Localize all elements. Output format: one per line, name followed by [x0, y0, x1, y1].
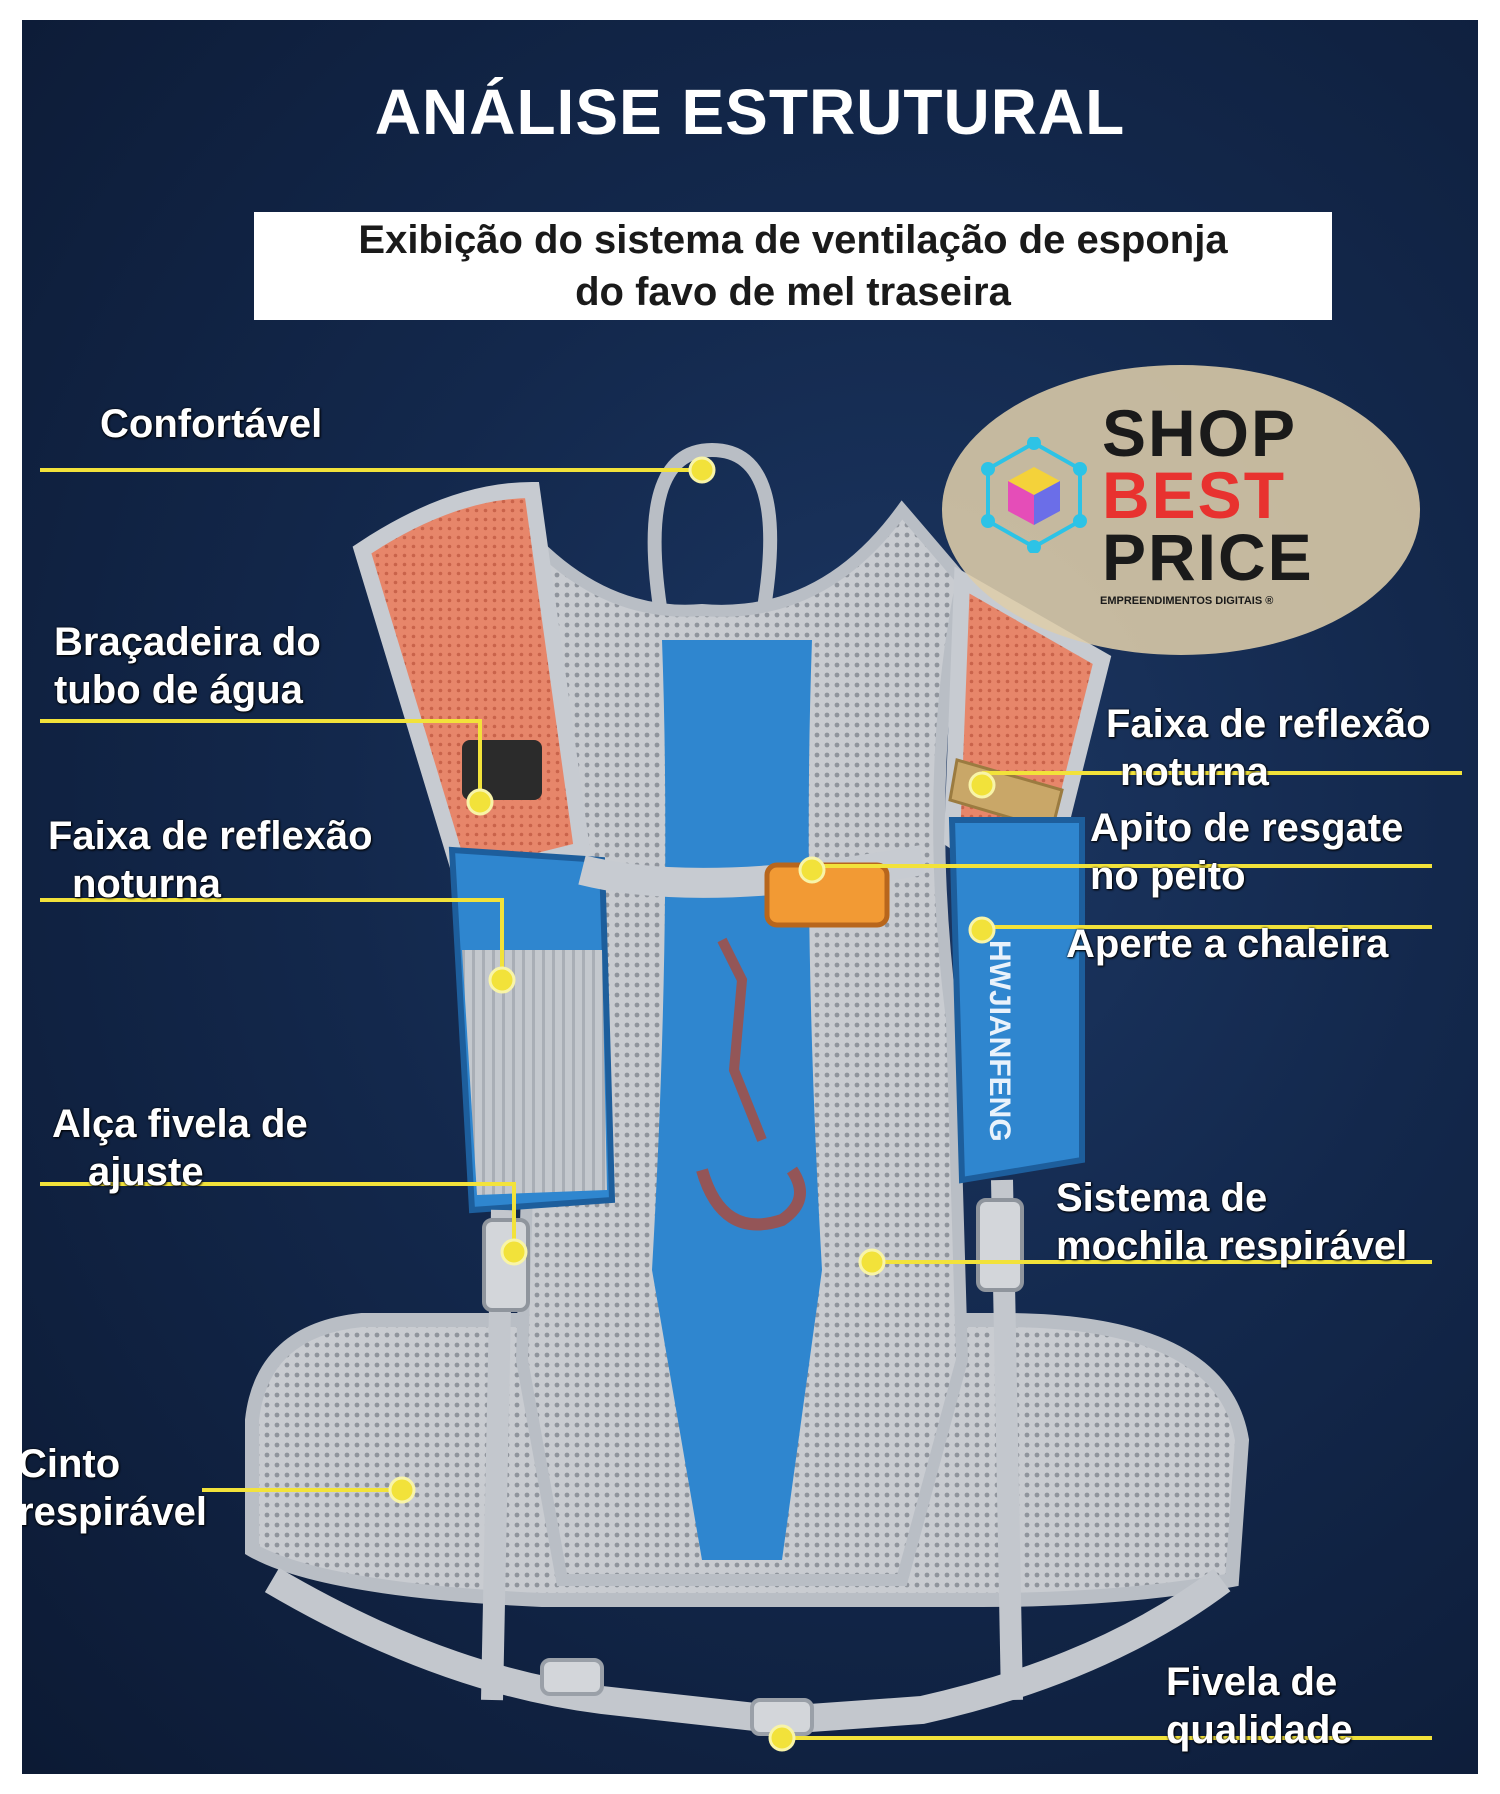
callout-dots — [388, 456, 996, 1752]
callout-faixa-direita: Faixa de reflexão noturna — [1106, 700, 1431, 796]
callout-line: Aperte a chaleira — [1066, 922, 1389, 966]
callout-line: mochila respirável — [1056, 1224, 1408, 1268]
callout-line: tubo de água — [54, 668, 303, 712]
callout-line: noturna — [1120, 750, 1269, 794]
callout-cinto: Cinto respirável — [22, 1440, 207, 1536]
pocket-right — [948, 817, 1085, 1184]
callout-line: Alça fivela de — [52, 1102, 308, 1146]
callout-line: Fivela de — [1166, 1660, 1338, 1704]
page-title: ANÁLISE ESTRUTURAL — [374, 76, 1126, 148]
logo-line-shop: SHOP — [1102, 396, 1298, 470]
callout-bracadeira: Braçadeira do tubo de água — [54, 618, 321, 714]
runner-emblem — [696, 937, 806, 1231]
logo-line-best: BEST — [1102, 458, 1287, 532]
subtitle-box: Exibição do sistema de ventilação de esp… — [254, 212, 1332, 320]
adjust-buckle-right — [976, 1198, 1024, 1292]
callout-line: Sistema de — [1056, 1176, 1268, 1220]
brand-print: HWJIANFENG — [983, 940, 1016, 1142]
callout-line: Braçadeira do — [54, 620, 321, 664]
callout-line: respirável — [22, 1490, 208, 1534]
belt-strap-right — [781, 1568, 1231, 1734]
callout-lines — [40, 468, 1462, 1740]
callout-confortavel: Confortável — [100, 400, 322, 448]
callout-apito: Apito de resgate no peito — [1090, 804, 1403, 900]
infographic-canvas: HWJIANFENG — [22, 20, 1478, 1774]
subtitle-line-1: Exibição do sistema de ventilação de esp… — [358, 218, 1228, 262]
callout-sistema: Sistema de mochila respirável — [1056, 1174, 1407, 1270]
callout-line: noturna — [72, 862, 221, 906]
hang-loop — [647, 442, 778, 622]
callout-fivela: Fivela de qualidade — [1166, 1658, 1353, 1754]
belt-buckle-left — [540, 1658, 604, 1696]
callout-alca-fivela: Alça fivela de ajuste — [52, 1100, 308, 1196]
logo-line-price: PRICE — [1102, 520, 1314, 594]
callout-aperte: Aperte a chaleira — [1066, 920, 1388, 968]
shop-best-price-logo: SHOP BEST PRICE EMPREENDIMENTOS DIGITAIS… — [942, 365, 1420, 655]
vest-illustration: HWJIANFENG — [40, 442, 1462, 1752]
callout-line: qualidade — [1166, 1708, 1353, 1752]
callout-line: Confortável — [100, 402, 323, 446]
callout-line: Apito de resgate — [1090, 806, 1404, 850]
pocket-left-pleats — [462, 950, 607, 1195]
callout-line: no peito — [1090, 854, 1246, 898]
callout-line: Faixa de reflexão — [48, 814, 373, 858]
subtitle-line-2: do favo de mel traseira — [575, 270, 1011, 314]
cube-network-icon — [981, 437, 1087, 553]
callout-line: ajuste — [88, 1150, 204, 1194]
logo-tagline: EMPREENDIMENTOS DIGITAIS ® — [1100, 595, 1274, 607]
callout-faixa-esquerda: Faixa de reflexão noturna — [48, 812, 373, 908]
adjust-buckle-left — [482, 1218, 530, 1312]
callout-line: Cinto — [22, 1442, 121, 1486]
chest-buckle — [764, 862, 890, 928]
callout-line: Faixa de reflexão — [1106, 702, 1431, 746]
